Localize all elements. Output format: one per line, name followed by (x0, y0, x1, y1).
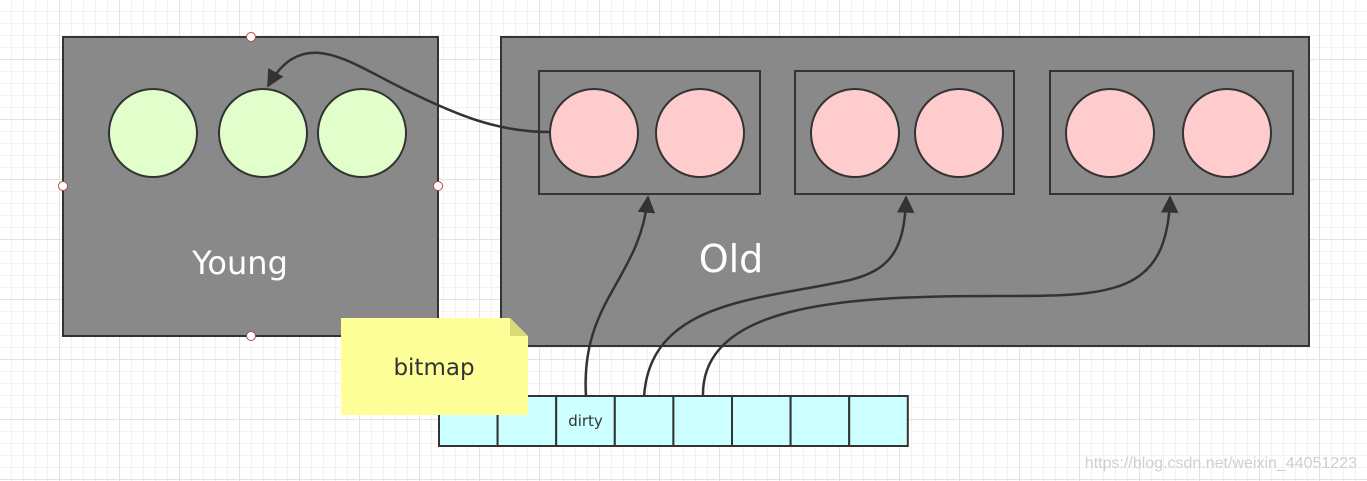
selection-handle[interactable] (58, 181, 68, 191)
young-object (317, 88, 407, 178)
bitmap-cell[interactable] (731, 395, 792, 447)
old-region-box (500, 36, 1310, 347)
dirty-card-arrow-1 (584, 195, 656, 398)
note-label: bitmap (393, 355, 474, 381)
old-object (1065, 88, 1155, 178)
old-card[interactable] (794, 70, 1015, 195)
reference-arrows (266, 51, 1179, 398)
selection-handle[interactable] (433, 181, 443, 191)
old-card[interactable] (538, 70, 761, 195)
young-generation[interactable]: Young (58, 32, 443, 341)
old-object (549, 88, 639, 178)
old-generation[interactable]: Old (500, 36, 1310, 347)
bitmap-cell-box (789, 395, 851, 447)
dirty-card-arrow-3 (701, 195, 1179, 398)
young-label: Young (191, 244, 288, 282)
bitmap-cell-box (555, 395, 616, 447)
bitmap-cell[interactable] (848, 395, 909, 447)
old-object (1182, 88, 1272, 178)
old-object (914, 88, 1004, 178)
bitmap-cell[interactable] (789, 395, 851, 447)
selection-handle[interactable] (246, 32, 256, 42)
old-object (655, 88, 745, 178)
bitmap-cell-box (848, 395, 909, 447)
young-object (218, 88, 308, 178)
note-fold (510, 318, 528, 336)
young-object (108, 88, 198, 178)
card-box (794, 70, 1015, 195)
young-region-box (62, 36, 439, 337)
old-card[interactable] (1049, 70, 1294, 195)
bitmap-cell[interactable] (613, 395, 675, 447)
bitmap-cell-box (731, 395, 792, 447)
bitmap-card-table: dirty (438, 395, 909, 447)
card-box (1049, 70, 1294, 195)
bitmap-cell[interactable]: dirty (555, 395, 616, 447)
old-to-young-arrow (266, 51, 551, 134)
bitmap-note[interactable]: bitmap (341, 318, 528, 415)
old-object (810, 88, 900, 178)
bitmap-cell-box (672, 395, 734, 447)
selection-handle[interactable] (246, 331, 256, 341)
bitmap-cell[interactable] (672, 395, 734, 447)
note-body (341, 318, 528, 415)
bitmap-cell-label: dirty (568, 412, 603, 430)
old-label: Old (699, 237, 764, 281)
dirty-card-arrow-2 (642, 195, 915, 398)
bitmap-cell-box (613, 395, 675, 447)
watermark: https://blog.csdn.net/weixin_44051223 (1085, 455, 1357, 472)
